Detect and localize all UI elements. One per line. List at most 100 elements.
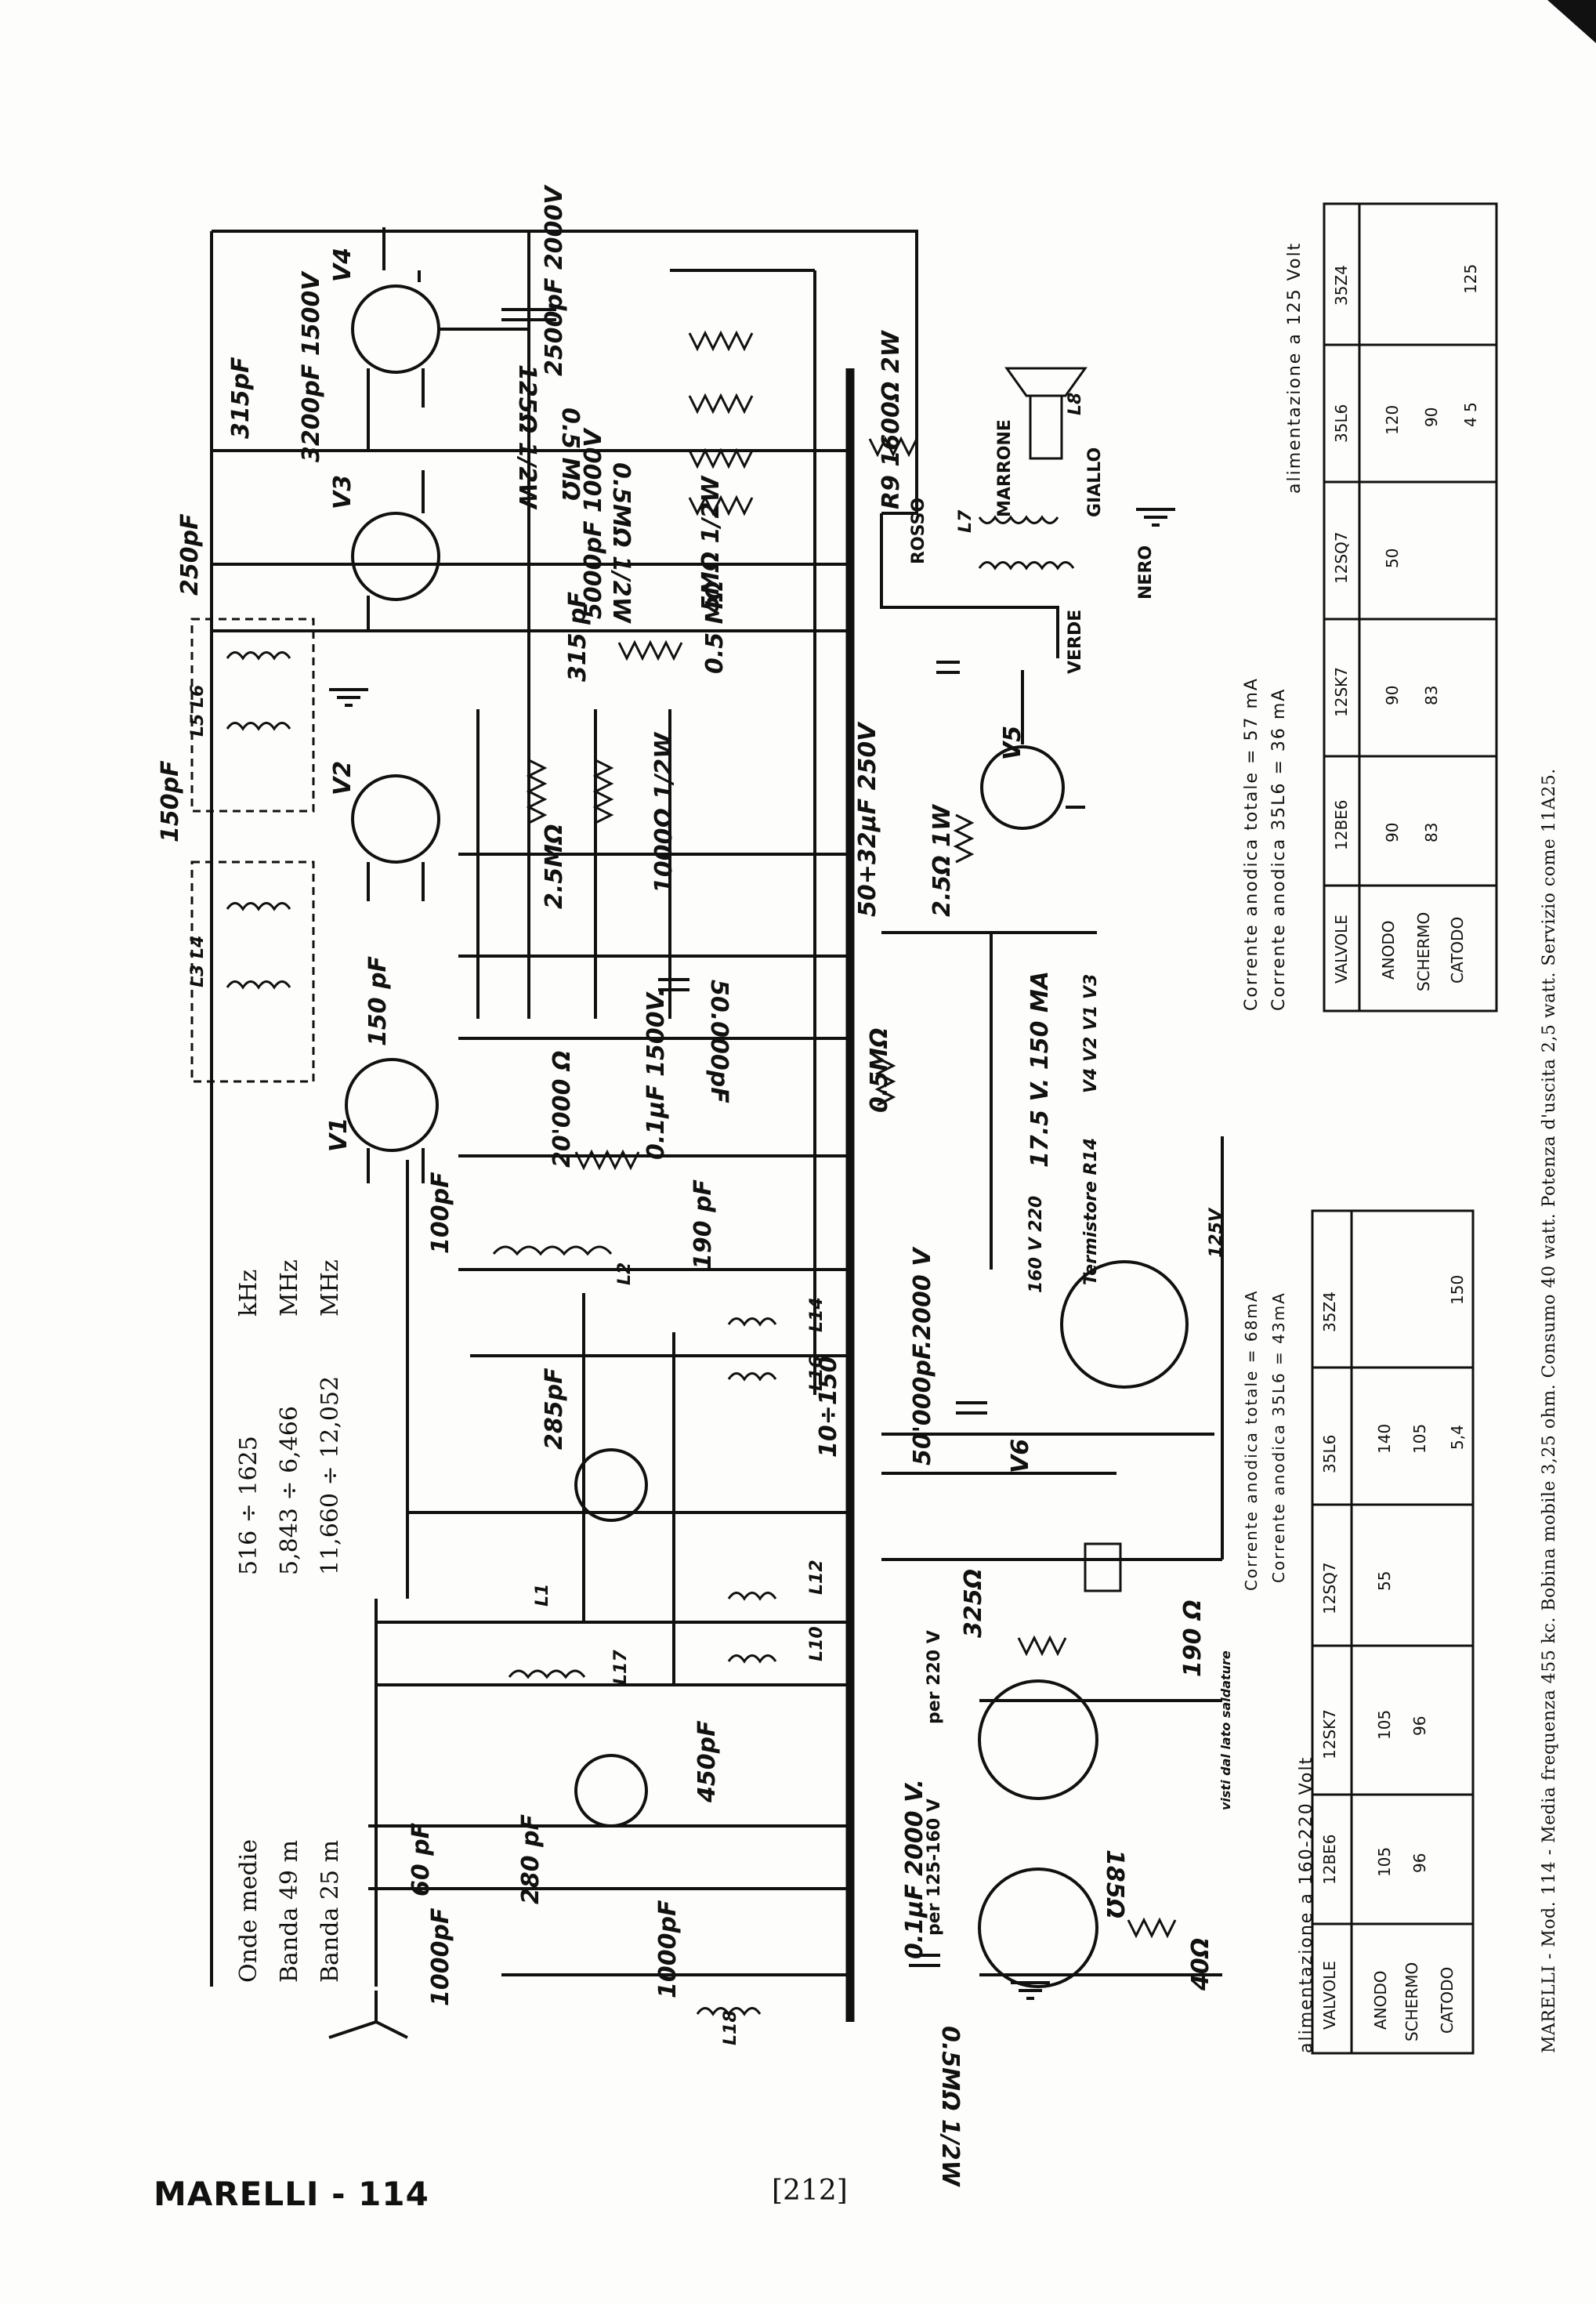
table125-header-1: 12BE6 [1332, 799, 1351, 850]
table125-header-0: VALVOLE [1332, 915, 1351, 984]
band-row: Banda 49 m 5,843 ÷ 6,466 MHz [276, 1259, 317, 1983]
wire-verde: VERDE [1066, 609, 1085, 674]
table125-current-35l6: Corrente anodica 35L6 = 36 mA [1269, 687, 1289, 1011]
page-title: MARELLI - 114 [154, 2175, 429, 2213]
table220-header-3: 12SQ7 [1320, 1562, 1339, 1614]
wire-marrone: MARRONE [995, 419, 1015, 517]
label-c315b: 315 pF [564, 591, 592, 682]
table220-cell: 55 [1375, 1570, 1394, 1591]
label-r185: 185Ω [1101, 1849, 1128, 1919]
coil-l14: L14 [807, 1297, 827, 1332]
table125-row-label: SCHERMO [1414, 911, 1433, 991]
label-c5032: 50+32μF 250V [854, 723, 881, 918]
label-r20000: 20'000 Ω [548, 1050, 576, 1168]
band-row: Onde medie 516 ÷ 1625 kHz [235, 1259, 276, 1983]
label-heater-tubes: V4 V2 V1 V3 [1081, 973, 1101, 1093]
table125-cell: 90 [1422, 407, 1441, 427]
table220-row-label: CATODO [1438, 1966, 1457, 2034]
label-r1000: 1000Ω 1/2W [650, 732, 678, 893]
table220-cell: 140 [1375, 1423, 1394, 1454]
label-c190: 190 pF [689, 1179, 717, 1270]
table125-title: alimentazione a 125 Volt [1285, 241, 1305, 494]
label-v160: 160 V 220 [1026, 1195, 1046, 1293]
coil-l17: L17 [611, 1650, 631, 1685]
table220-row-label: ANODO [1371, 1970, 1390, 2030]
label-c60: 60 pF [407, 1822, 435, 1896]
label-per220: per 220 V [925, 1630, 944, 1724]
coil-l2: L2 [615, 1262, 635, 1285]
table125-cell: 83 [1422, 685, 1441, 705]
label-heater: 17.5 V. 150 MA [1026, 971, 1054, 1168]
label-r25: 2.5Ω 1W [928, 804, 956, 917]
table125-row-label: ANODO [1379, 920, 1398, 980]
table125-cell: 90 [1383, 822, 1402, 842]
label-c50000: 50.000pF [705, 980, 733, 1103]
table125-cell: 90 [1383, 685, 1402, 705]
tube-label-v3: V3 [329, 474, 356, 509]
table220-title: alimentazione a 160-220 Volt [1297, 1755, 1316, 2053]
table125-cell: 125 [1461, 263, 1480, 294]
label-r05e: 0.5MΩ 1/2W [936, 2026, 964, 2186]
table125-cell: 50 [1383, 548, 1402, 568]
table220-cell: 5,4 [1448, 1425, 1467, 1450]
band-range: 5,843 ÷ 6,466 [276, 1406, 303, 1575]
label-c1000b: 1000pF [654, 1900, 682, 1998]
table220-current-total: Corrente anodica totale = 68mA [1242, 1289, 1261, 1592]
tube-label-v6: V6 [1007, 1438, 1034, 1473]
wire-nero: NERO [1136, 545, 1156, 600]
coil-l1: L1 [533, 1583, 552, 1607]
tube-label-v4: V4 [329, 247, 356, 282]
label-r325: 325Ω [960, 1568, 987, 1638]
label-r190: 190 Ω [1179, 1599, 1207, 1677]
table220-cell: 96 [1410, 1853, 1429, 1873]
table125-cell: 83 [1422, 822, 1441, 842]
table220-cell: 105 [1375, 1846, 1394, 1877]
table125-row-label: CATODO [1448, 916, 1467, 984]
tube-label-v1: V1 [325, 1117, 353, 1152]
label-r05d: 0.5MΩ [866, 1027, 893, 1113]
table125-cell: 4 5 [1461, 402, 1480, 427]
band-unit: MHz [276, 1259, 303, 1317]
band-name: Banda 25 m [317, 1839, 344, 1983]
page-number: [212] [772, 2175, 848, 2207]
label-c150b: 150 pF [364, 955, 392, 1046]
label-c315: 315pF [227, 357, 255, 439]
label-c3200: 3200pF 1500V [298, 272, 325, 462]
label-c01: 0.1μF 1500V. [642, 987, 670, 1160]
wire-giallo: GIALLO [1085, 447, 1105, 517]
label-r125: 125Ω 1/2W [513, 364, 541, 509]
table220-current-35l6: Corrente anodica 35L6 = 43mA [1269, 1291, 1288, 1583]
wire-rosso: ROSSO [909, 497, 928, 564]
table125-header-3: 12SQ7 [1332, 531, 1351, 584]
table125-header-4: 35L6 [1332, 404, 1351, 443]
band-row: Banda 25 m 11,660 ÷ 12,052 MHz [317, 1259, 357, 1983]
caption: MARELLI - Mod. 114 - Media frequenza 455… [1540, 768, 1559, 2053]
band-unit: kHz [235, 1269, 262, 1317]
coil-l8: L8 [1066, 392, 1085, 415]
label-visti: visti dal lato saldature [1218, 1650, 1233, 1810]
table220-header-4: 35L6 [1320, 1434, 1339, 1473]
label-c280: 280 pF [517, 1813, 545, 1904]
table125-current-total: Corrente anodica totale = 57 mA [1242, 677, 1261, 1011]
label-c5000: 5000pF 1000V [580, 429, 607, 619]
label-v125: 125V [1207, 1208, 1226, 1258]
label-c100: 100pF [427, 1172, 454, 1254]
coil-l16: L16 [807, 1356, 827, 1391]
label-c285: 285pF [541, 1368, 568, 1450]
tube-label-v5: V5 [999, 725, 1026, 760]
coil-l7: L7 [956, 509, 975, 533]
label-r40: 40Ω [1187, 1937, 1214, 1991]
table220-header-1: 12BE6 [1320, 1834, 1339, 1885]
table220-header-0: VALVOLE [1320, 1961, 1339, 2030]
table125-header-5: 35Z4 [1332, 265, 1351, 306]
band-name: Banda 49 m [276, 1839, 303, 1983]
table220-header-2: 12SK7 [1320, 1709, 1339, 1759]
label-c150a: 150pF [157, 760, 184, 842]
label-per125: per 125-160 V [925, 1799, 944, 1936]
table220-cell: 105 [1410, 1423, 1429, 1454]
label-c2500: 2500pF 2000V [541, 186, 568, 376]
table125-cell: 120 [1383, 404, 1402, 435]
label-r25m: 2.5MΩ [541, 824, 568, 909]
